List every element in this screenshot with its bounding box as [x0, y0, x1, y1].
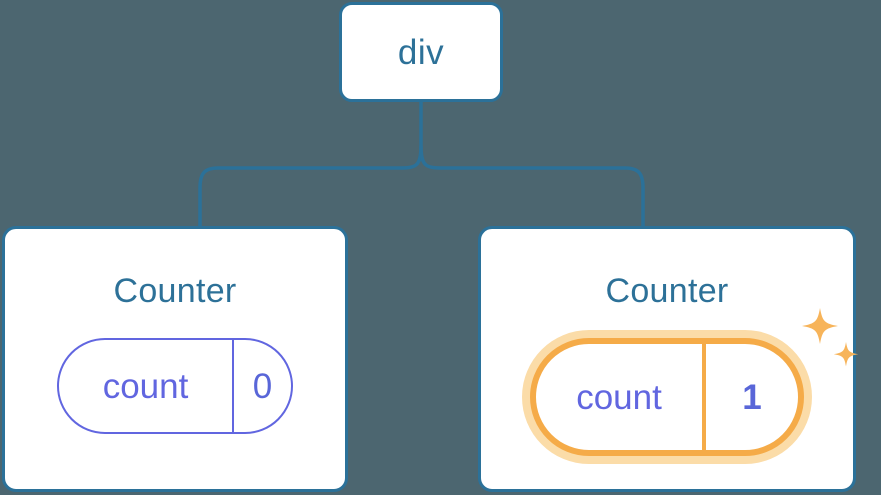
- state-key-label-left: count: [102, 366, 189, 406]
- node-counter-left[interactable]: Counter count 0: [2, 226, 348, 492]
- connector-to-left-child: [198, 145, 423, 226]
- node-root-div[interactable]: div: [339, 2, 503, 102]
- state-value-label-left: 0: [252, 366, 273, 406]
- state-pill-wrap-right: count 1: [530, 308, 859, 456]
- counter-title-right: Counter: [605, 272, 729, 310]
- state-pill-right-highlighted[interactable]: count 1: [530, 338, 804, 456]
- state-key-cell-left: count: [59, 340, 234, 432]
- counter-title-left: Counter: [113, 272, 237, 310]
- sparkle-small-icon: [833, 342, 859, 367]
- connector-to-right-child: [419, 145, 645, 226]
- state-value-label-right: 1: [742, 377, 762, 417]
- sparkle-group: [802, 308, 859, 367]
- sparkle-large-icon: [802, 308, 838, 344]
- node-counter-right[interactable]: Counter count 1: [478, 226, 859, 492]
- state-key-label-right: count: [576, 377, 662, 417]
- state-pill-wrap-left: count 0: [57, 338, 293, 434]
- root-node-label: div: [397, 32, 445, 72]
- state-value-cell-right: 1: [706, 344, 798, 450]
- state-pill-left[interactable]: count 0: [57, 338, 293, 434]
- state-value-cell-left: 0: [234, 340, 291, 432]
- state-key-cell-right: count: [536, 344, 706, 450]
